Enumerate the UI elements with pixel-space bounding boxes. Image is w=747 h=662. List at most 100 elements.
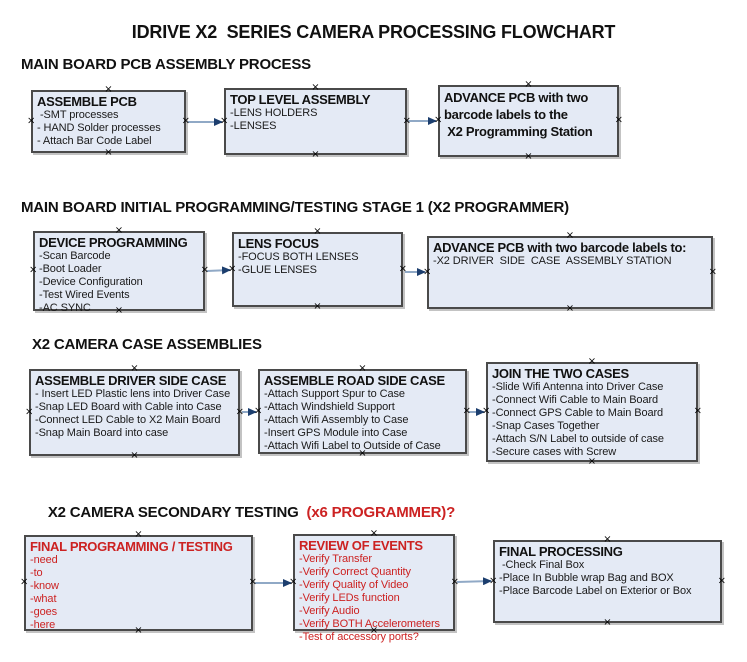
box-line: -Test Wired Events [39, 289, 130, 301]
connection-handle-icon[interactable]: × [25, 406, 34, 417]
box-line: -Place Barcode Label on Exterior or Box [499, 585, 692, 597]
connection-handle-icon[interactable]: × [524, 151, 533, 162]
connection-handle-icon[interactable]: × [313, 226, 322, 237]
connection-handle-icon[interactable]: × [402, 115, 411, 126]
connector-arrow[interactable] [206, 266, 231, 275]
connection-handle-icon[interactable]: × [565, 303, 575, 314]
page-title: IDRIVE X2 SERIES CAMERA PROCESSING FLOWC… [131, 22, 616, 42]
flow-box-assemble-road-side-case[interactable]: ASSEMBLE ROAD SIDE CASE -Attach Support … [254, 364, 471, 459]
connection-handle-icon[interactable]: × [587, 456, 597, 467]
section-heading-secondary-testing: X2 CAMERA SECONDARY TESTING (x6 PROGRAMM… [32, 487, 455, 538]
connection-handle-icon[interactable]: × [27, 115, 36, 126]
connection-handle-icon[interactable]: × [220, 115, 229, 126]
box-line: -SMT processes [37, 109, 119, 121]
flow-box-final-processing[interactable]: FINAL PROCESSING -Check Final Box -Place… [489, 535, 726, 628]
connection-handle-icon[interactable]: × [311, 82, 320, 93]
section-heading-initial-programming: MAIN BOARD INITIAL PROGRAMMING/TESTING S… [21, 199, 569, 216]
box-line: -X2 DRIVER SIDE CASE ASSEMBLY STATION [433, 255, 672, 267]
connection-handle-icon[interactable]: × [603, 617, 612, 628]
box-title: LENS FOCUS [238, 236, 319, 251]
box-title: ADVANCE PCB with two barcode labels to: [433, 240, 687, 255]
connection-handle-icon[interactable]: × [358, 363, 367, 374]
flow-box-advance-pcb-programming-station[interactable]: ADVANCE PCB with two barcode labels to t… [434, 80, 623, 162]
flow-box-assemble-pcb[interactable]: ASSEMBLE PCB -SMT processes - HAND Solde… [27, 85, 190, 158]
flow-box-assemble-driver-side-case[interactable]: ASSEMBLE DRIVER SIDE CASE - Insert LED P… [25, 364, 244, 461]
flow-box-device-programming[interactable]: DEVICE PROGRAMMING -Scan Barcode -Boot L… [29, 226, 209, 316]
connection-handle-icon[interactable]: × [708, 266, 717, 277]
box-title: ASSEMBLE DRIVER SIDE CASE [35, 373, 227, 388]
connection-handle-icon[interactable]: × [603, 534, 612, 545]
box-title: ASSEMBLE PCB [37, 94, 137, 109]
connection-handle-icon[interactable]: × [20, 576, 29, 588]
connection-handle-icon[interactable]: × [369, 625, 379, 636]
flow-box-join-the-two-cases[interactable]: JOIN THE TWO CASES -Slide Wifi Antenna i… [482, 357, 702, 467]
section-heading-pcb-assembly: MAIN BOARD PCB ASSEMBLY PROCESS [21, 56, 311, 73]
section-heading-secondary-testing-black: X2 CAMERA SECONDARY TESTING [47, 504, 303, 521]
connection-handle-icon[interactable]: × [200, 264, 209, 276]
connection-handle-icon[interactable]: × [565, 230, 575, 241]
connection-handle-icon[interactable]: × [104, 84, 113, 95]
box-title: REVIEW OF EVENTS [299, 538, 423, 553]
flow-box-top-level-assembly[interactable]: TOP LEVEL ASSEMBLY -LENS HOLDERS -LENSES… [220, 83, 411, 160]
connection-handle-icon[interactable]: × [489, 575, 498, 586]
connection-handle-icon[interactable]: × [693, 405, 702, 417]
connection-handle-icon[interactable]: × [614, 114, 623, 126]
connection-handle-icon[interactable]: × [311, 149, 320, 160]
box-line: -know [30, 580, 59, 592]
connection-handle-icon[interactable]: × [482, 405, 491, 417]
connection-handle-icon[interactable]: × [358, 448, 367, 459]
box-line: -Connect GPS Cable to Main Board [492, 407, 664, 419]
box-line: -Attach S/N Label to outside of case [492, 433, 664, 445]
connection-handle-icon[interactable]: × [524, 79, 533, 90]
box-title: JOIN THE TWO CASES [492, 366, 629, 381]
connection-handle-icon[interactable]: × [114, 305, 124, 316]
box-line: -Attach Wifi Label to Outside of Case [264, 440, 441, 452]
box-line: - Attach Bar Code Label [37, 135, 152, 147]
box-line: -Verify Correct Quantity [299, 566, 411, 578]
connection-handle-icon[interactable]: × [423, 266, 432, 277]
connection-handle-icon[interactable]: × [130, 363, 139, 374]
box-line: -Verify LEDs function [299, 592, 400, 604]
box-line: -Secure cases with Screw [492, 446, 617, 458]
box-line: -GLUE LENSES [238, 264, 317, 276]
connection-handle-icon[interactable]: × [717, 575, 726, 586]
flow-box-final-programming-testing[interactable]: FINAL PROGRAMMING / TESTING -need -to -k… [20, 530, 257, 636]
box-title: ADVANCE PCB with two barcode labels to t… [444, 90, 593, 139]
connection-handle-icon[interactable]: × [462, 405, 471, 416]
connection-handle-icon[interactable]: × [398, 263, 407, 274]
box-line: -Slide Wifi Antenna into Driver Case [492, 381, 664, 393]
connection-handle-icon[interactable]: × [228, 263, 237, 274]
connection-handle-icon[interactable]: × [114, 225, 124, 236]
box-line: -Boot Loader [39, 263, 102, 275]
box-line: -Test of accessory ports? [299, 631, 419, 643]
section-heading-case-assemblies: X2 CAMERA CASE ASSEMBLIES [32, 336, 262, 353]
box-title: DEVICE PROGRAMMING [39, 235, 188, 250]
connection-handle-icon[interactable]: × [130, 450, 139, 461]
box-line: -FOCUS BOTH LENSES [238, 251, 359, 263]
flow-box-review-of-events[interactable]: REVIEW OF EVENTS -Verify Transfer -Verif… [289, 529, 459, 644]
connection-handle-icon[interactable]: × [235, 406, 244, 417]
connection-handle-icon[interactable]: × [587, 356, 597, 367]
flow-box-lens-focus[interactable]: LENS FOCUS -FOCUS BOTH LENSES -GLUE LENS… [228, 227, 407, 312]
box-line: -Snap Main Board into case [35, 427, 169, 439]
box-line: -Verify Quality of Video [299, 579, 409, 591]
box-line: -Device Configuration [39, 276, 143, 288]
connector-arrow[interactable] [456, 577, 492, 586]
connection-handle-icon[interactable]: × [434, 114, 443, 126]
connection-handle-icon[interactable]: × [289, 576, 298, 587]
connection-handle-icon[interactable]: × [450, 576, 459, 587]
flow-box-advance-pcb-driver-side-station[interactable]: ADVANCE PCB with two barcode labels to: … [423, 231, 717, 314]
connection-handle-icon[interactable]: × [248, 576, 257, 588]
box-line: - Insert LED Plastic lens into Driver Ca… [35, 388, 231, 400]
box-line: -Attach Windshield Support [264, 401, 395, 413]
box-line: -what [30, 593, 57, 605]
connection-handle-icon[interactable]: × [134, 625, 143, 636]
connection-handle-icon[interactable]: × [104, 147, 113, 158]
connection-handle-icon[interactable]: × [181, 115, 190, 126]
section-heading-secondary-testing-red: (x6 PROGRAMMER)? [302, 504, 456, 521]
connection-handle-icon[interactable]: × [134, 529, 143, 540]
connection-handle-icon[interactable]: × [29, 264, 38, 276]
connection-handle-icon[interactable]: × [369, 528, 379, 539]
connection-handle-icon[interactable]: × [254, 405, 263, 416]
connection-handle-icon[interactable]: × [313, 301, 322, 312]
